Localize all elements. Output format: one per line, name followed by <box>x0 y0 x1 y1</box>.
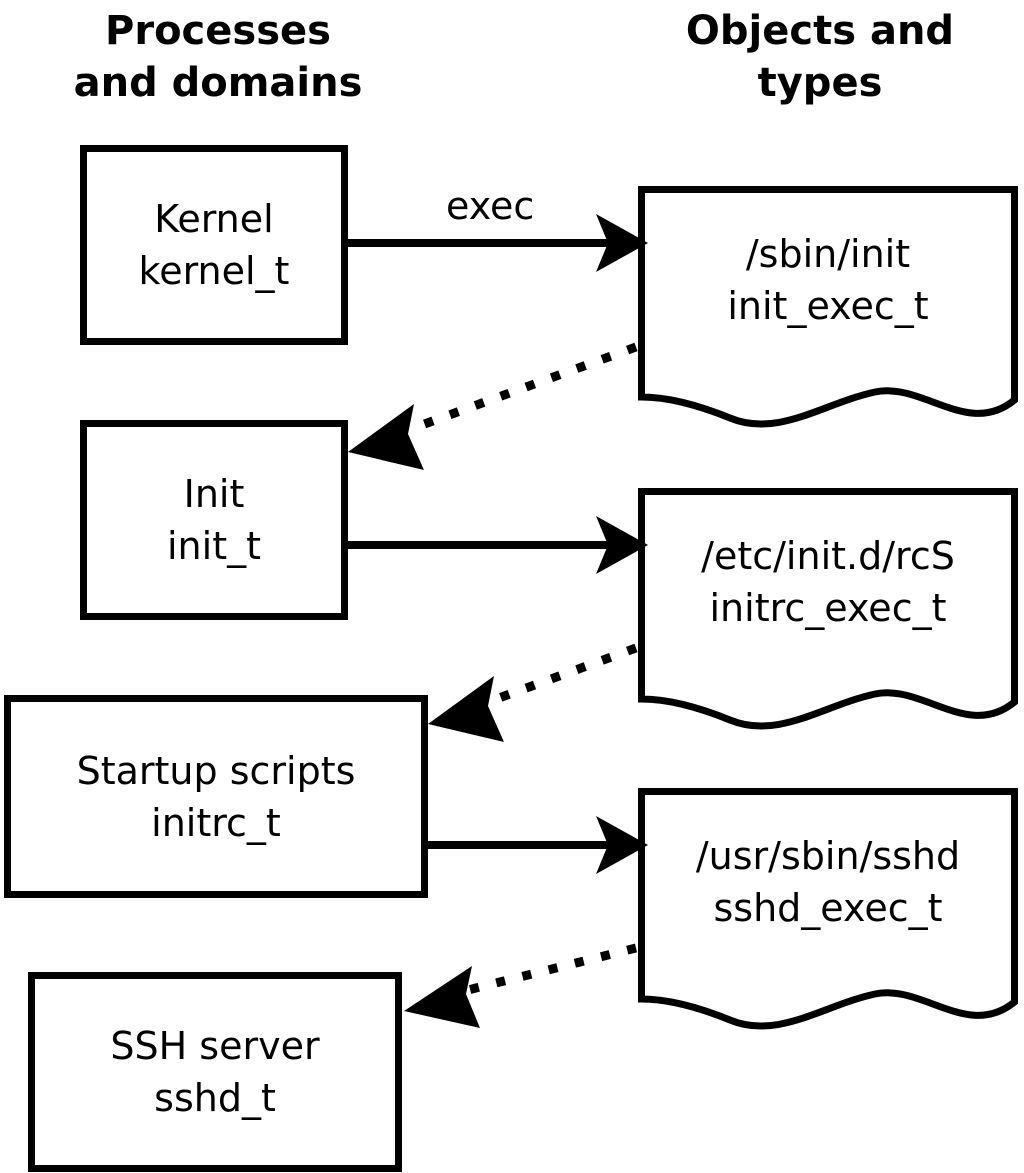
object-label-usr-sbin-sshd: /usr/sbin/sshd sshd_exec_t <box>638 830 1018 934</box>
object-doc-usr-sbin-sshd[interactable]: /usr/sbin/sshd sshd_exec_t <box>638 788 1018 1034</box>
object-type-sbin-init: init_exec_t <box>727 284 929 328</box>
edge-sshdexec-transition <box>404 943 638 1028</box>
process-box-startup-scripts[interactable]: Startup scripts initrc_t <box>4 695 428 898</box>
object-path-sbin-init: /sbin/init <box>745 232 911 276</box>
edge-init-exec-rcs <box>348 516 648 574</box>
process-box-ssh-server[interactable]: SSH server sshd_t <box>28 972 402 1172</box>
document-shape-outline <box>638 488 1018 730</box>
process-name-kernel: Kernel <box>154 197 274 241</box>
process-name-init: Init <box>183 472 245 516</box>
edge-label-exec: exec <box>446 184 535 228</box>
object-type-etc-initd-rcs: initrc_exec_t <box>709 586 947 630</box>
process-box-init[interactable]: Init init_t <box>80 420 348 620</box>
object-doc-etc-initd-rcs[interactable]: /etc/init.d/rcS initrc_exec_t <box>638 488 1018 734</box>
edge-initrcexec-transition <box>428 643 638 742</box>
process-box-kernel[interactable]: Kernel kernel_t <box>80 145 348 345</box>
object-type-usr-sbin-sshd: sshd_exec_t <box>713 886 943 930</box>
process-type-kernel: kernel_t <box>138 249 290 293</box>
document-shape-outline <box>638 186 1018 428</box>
process-type-startup-scripts: initrc_t <box>151 800 281 845</box>
document-shape-outline <box>638 788 1018 1030</box>
column-header-processes: Processes and domains <box>73 8 363 106</box>
object-doc-sbin-init[interactable]: /sbin/init init_exec_t <box>638 186 1018 432</box>
process-type-init: init_t <box>167 524 261 568</box>
object-path-etc-initd-rcs: /etc/init.d/rcS <box>701 534 955 578</box>
process-type-ssh-server: sshd_t <box>154 1076 276 1120</box>
process-name-startup-scripts: Startup scripts <box>76 748 356 793</box>
column-header-objects: Objects and types <box>685 8 955 106</box>
object-path-usr-sbin-sshd: /usr/sbin/sshd <box>695 834 961 878</box>
edge-initrc-exec-sshd <box>428 816 648 874</box>
process-name-ssh-server: SSH server <box>110 1024 320 1068</box>
edge-initexec-transition <box>348 342 638 470</box>
object-label-etc-initd-rcs: /etc/init.d/rcS initrc_exec_t <box>638 530 1018 634</box>
object-label-sbin-init: /sbin/init init_exec_t <box>638 228 1018 332</box>
